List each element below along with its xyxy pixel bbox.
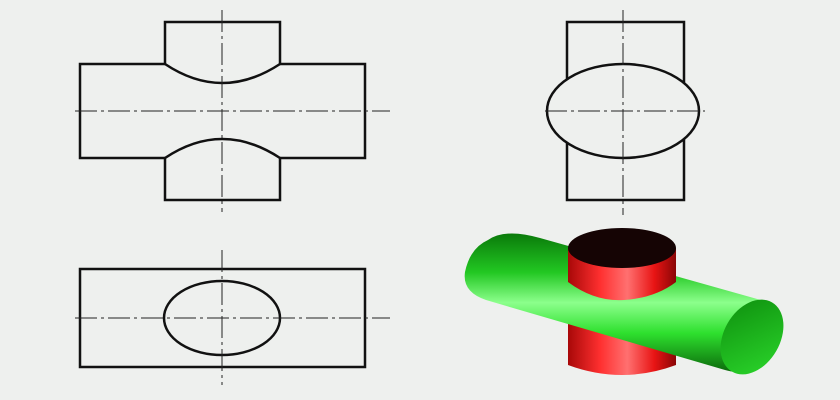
green-cylinder-end-cap [720,299,784,375]
side-view-centerlines [545,10,705,215]
isometric-view [464,228,784,375]
red-cylinder-top-face [568,228,676,268]
front-view [75,10,390,212]
top-view [75,250,390,385]
front-view-centerlines [75,10,390,212]
green-cylinder-body [464,233,780,372]
front-view-lower-intersection-curve [164,137,281,160]
top-view-centerlines [75,250,390,385]
side-view [545,10,705,215]
